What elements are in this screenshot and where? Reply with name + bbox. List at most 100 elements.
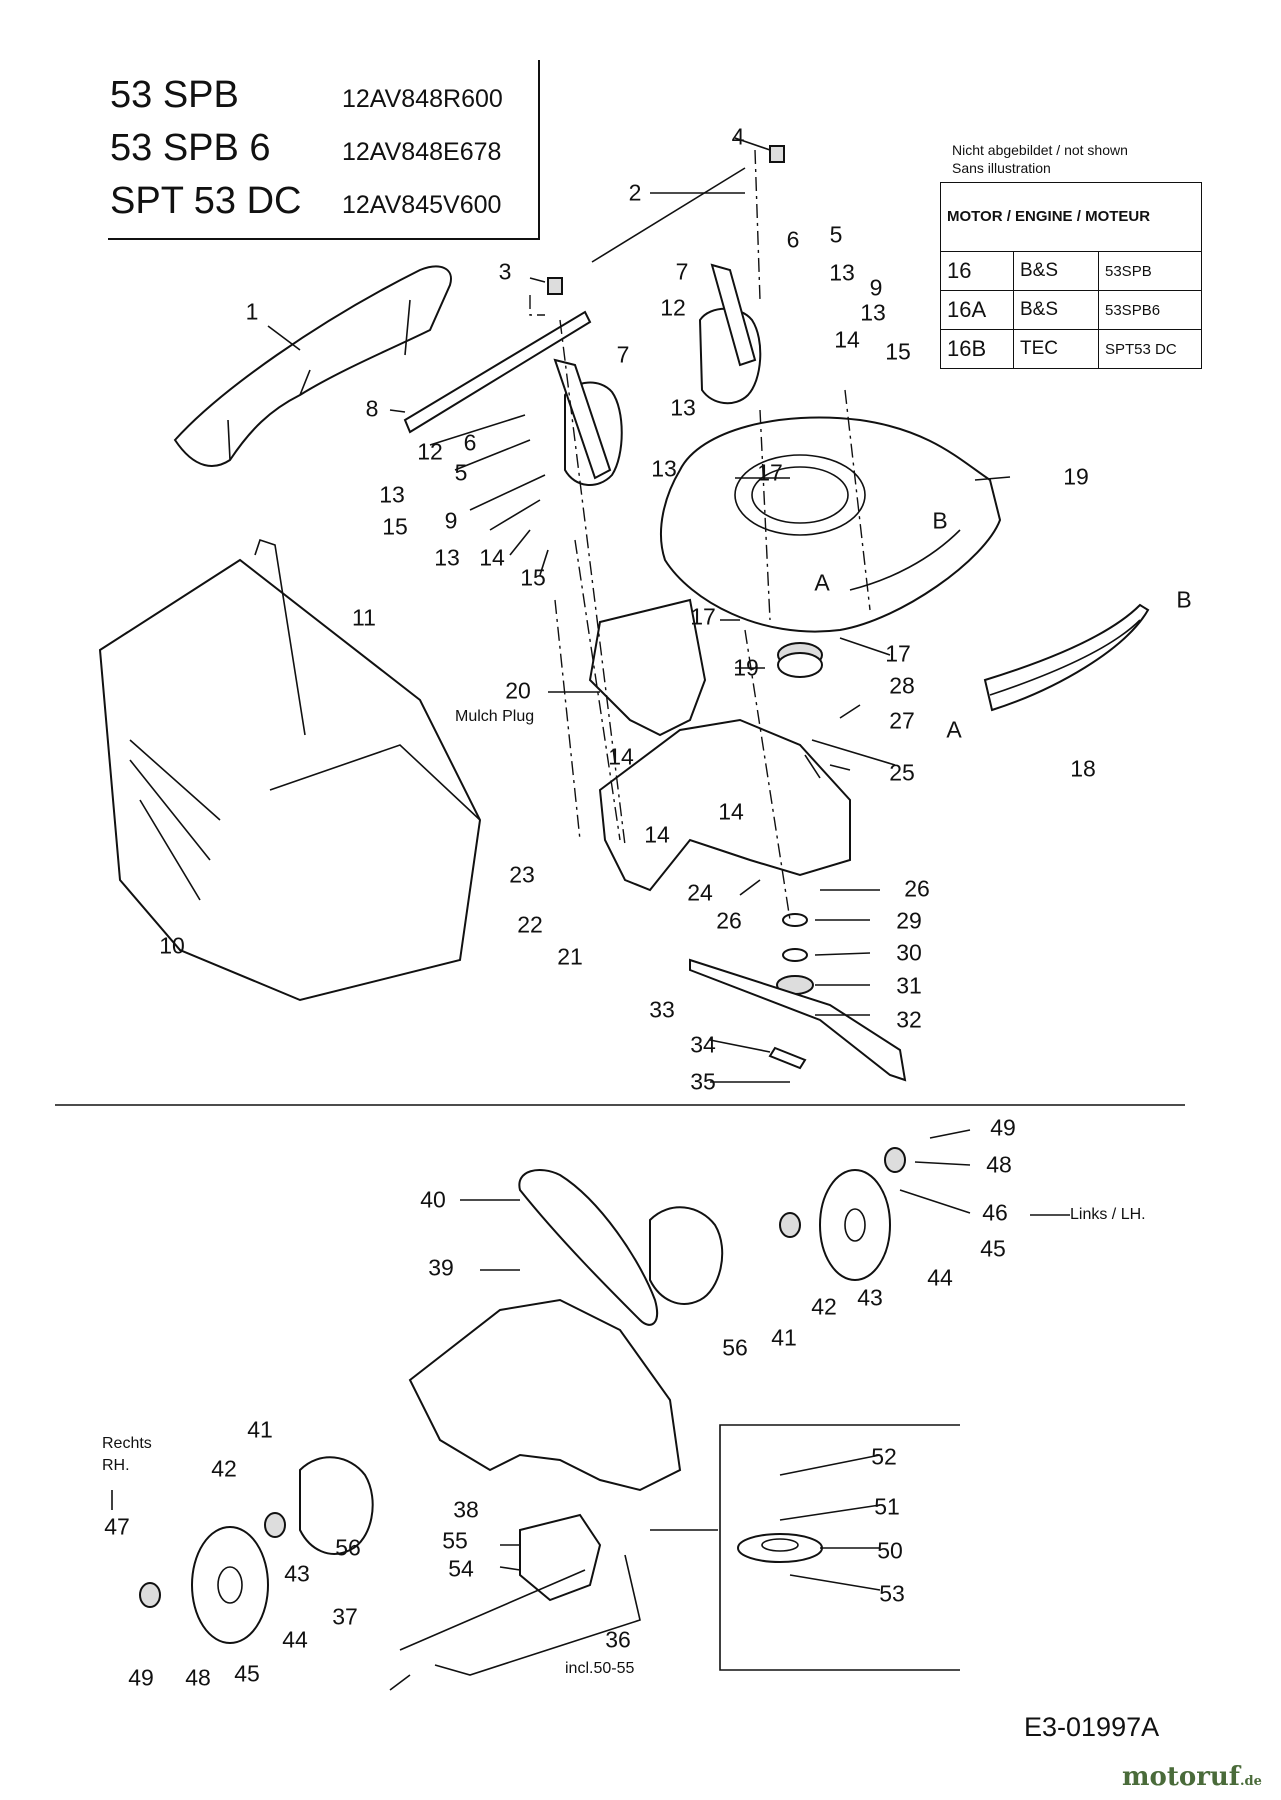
gear-part <box>884 1147 906 1173</box>
part-label: B <box>1176 586 1192 613</box>
grass-bag-frame <box>269 744 481 821</box>
part-label: 36 <box>605 1626 631 1653</box>
part-label: 24 <box>687 879 713 906</box>
part-label: 7 <box>675 258 689 285</box>
wheel-left-part <box>191 1526 269 1644</box>
engine-make: B&S <box>1013 290 1099 330</box>
model-name: 53 SPB <box>110 74 239 116</box>
model-code: 12AV845V600 <box>342 191 502 219</box>
part-label: A <box>814 569 830 596</box>
part-label: 13 <box>651 455 677 482</box>
part-label: 13 <box>434 544 460 571</box>
adjuster-lever-left <box>553 358 612 480</box>
brand-suffix: .de <box>1240 1774 1262 1789</box>
part-label: 23 <box>509 861 535 888</box>
wheel-hub-right <box>844 1208 866 1242</box>
part-label: 15 <box>382 513 408 540</box>
part-label: 54 <box>448 1555 474 1582</box>
part-label: 5 <box>829 221 843 248</box>
part-label: 7 <box>616 341 630 368</box>
part-label: 17 <box>885 640 911 667</box>
part-label: 10 <box>159 932 185 959</box>
drive-belt-part <box>518 1169 659 1326</box>
model-header-box <box>108 60 540 240</box>
part-label: 14 <box>644 821 670 848</box>
inset-box <box>719 1424 960 1671</box>
part-label: 56 <box>722 1334 748 1361</box>
part-label: 11 <box>352 604 376 631</box>
engine-part-no: 16B <box>940 329 1014 369</box>
grass-bag-part <box>98 558 482 1002</box>
part-label: 15 <box>885 338 911 365</box>
part-label: 8 <box>365 395 379 422</box>
part-label: 14 <box>834 326 860 353</box>
part-label: 20 <box>505 677 531 704</box>
part-label: 43 <box>284 1560 310 1587</box>
deck-motor-ring <box>751 466 849 524</box>
part-label: 53 <box>879 1580 905 1607</box>
part-label: 49 <box>128 1664 154 1691</box>
part-label: 19 <box>733 654 759 681</box>
part-label: 35 <box>690 1068 716 1095</box>
deck-edge-detail <box>849 529 961 591</box>
note-line: Nicht abgebildet / not shown <box>952 142 1128 158</box>
rod-part <box>591 167 746 263</box>
incl-text: incl.50-55 <box>565 1660 635 1677</box>
part-label: 49 <box>990 1114 1016 1141</box>
part-label: 37 <box>332 1603 358 1630</box>
engine-make: B&S <box>1013 251 1099 291</box>
part-label: 44 <box>282 1626 308 1653</box>
model-name: 53 SPB 6 <box>110 127 271 169</box>
part-label: 52 <box>871 1443 897 1470</box>
inset-pulley-hub <box>761 1538 799 1552</box>
engine-table: MOTOR / ENGINE / MOTEUR 16 B&S 53SPB 16A… <box>940 182 1202 369</box>
engine-model: 53SPB <box>1098 251 1202 291</box>
brand-logo: motoruf.de <box>1122 1762 1262 1792</box>
part-label: 50 <box>877 1537 903 1564</box>
drive-adjuster-left <box>299 1456 374 1555</box>
part-label: 48 <box>986 1151 1012 1178</box>
handle-grip-part <box>173 265 452 467</box>
mower-blade-part <box>689 958 907 1082</box>
pulley-part-lower <box>777 652 823 678</box>
part-label: 26 <box>904 875 930 902</box>
part-label: 40 <box>420 1186 446 1213</box>
note-line: Sans illustration <box>952 160 1051 176</box>
part-label: 9 <box>444 507 458 534</box>
axle-bar-part <box>403 310 592 434</box>
incl-bracket <box>434 1554 641 1676</box>
part-label: 32 <box>896 1006 922 1033</box>
grass-bag-handle <box>254 538 306 736</box>
part-label: 26 <box>716 907 742 934</box>
part-label: 34 <box>690 1031 716 1058</box>
part-label: 13 <box>670 394 696 421</box>
part-label: 47 <box>104 1513 130 1540</box>
part-label: 14 <box>479 544 505 571</box>
engine-row: 16B TEC SPT53 DC <box>940 329 1202 369</box>
part-label: 2 <box>628 179 642 206</box>
part-label: 3 <box>498 258 512 285</box>
right-side-text: Rechts <box>102 1435 152 1452</box>
model-name: SPT 53 DC <box>110 180 302 222</box>
wheel-right-part <box>819 1169 891 1281</box>
gear-part <box>139 1582 161 1608</box>
part-label: 17 <box>690 603 716 630</box>
part-label: 42 <box>211 1455 237 1482</box>
part-label: 17 <box>757 459 783 486</box>
part-label: 12 <box>417 438 443 465</box>
part-label: 44 <box>927 1264 953 1291</box>
left-side-text: Links / LH. <box>1070 1206 1146 1223</box>
model-row: 53 SPB 6 12AV848E678 <box>110 127 501 170</box>
not-shown-note: Nicht abgebildet / not shown Sans illust… <box>952 141 1128 177</box>
part-label: 1 <box>245 298 259 325</box>
gearbox-housing-part <box>598 718 851 892</box>
part-label: 45 <box>980 1235 1006 1262</box>
drive-housing-part <box>408 1298 682 1492</box>
part-label: 29 <box>896 907 922 934</box>
part-label: 45 <box>234 1660 260 1687</box>
part-label: B <box>932 507 948 534</box>
part-label: 25 <box>889 759 915 786</box>
blade-plate-part <box>768 1046 807 1070</box>
